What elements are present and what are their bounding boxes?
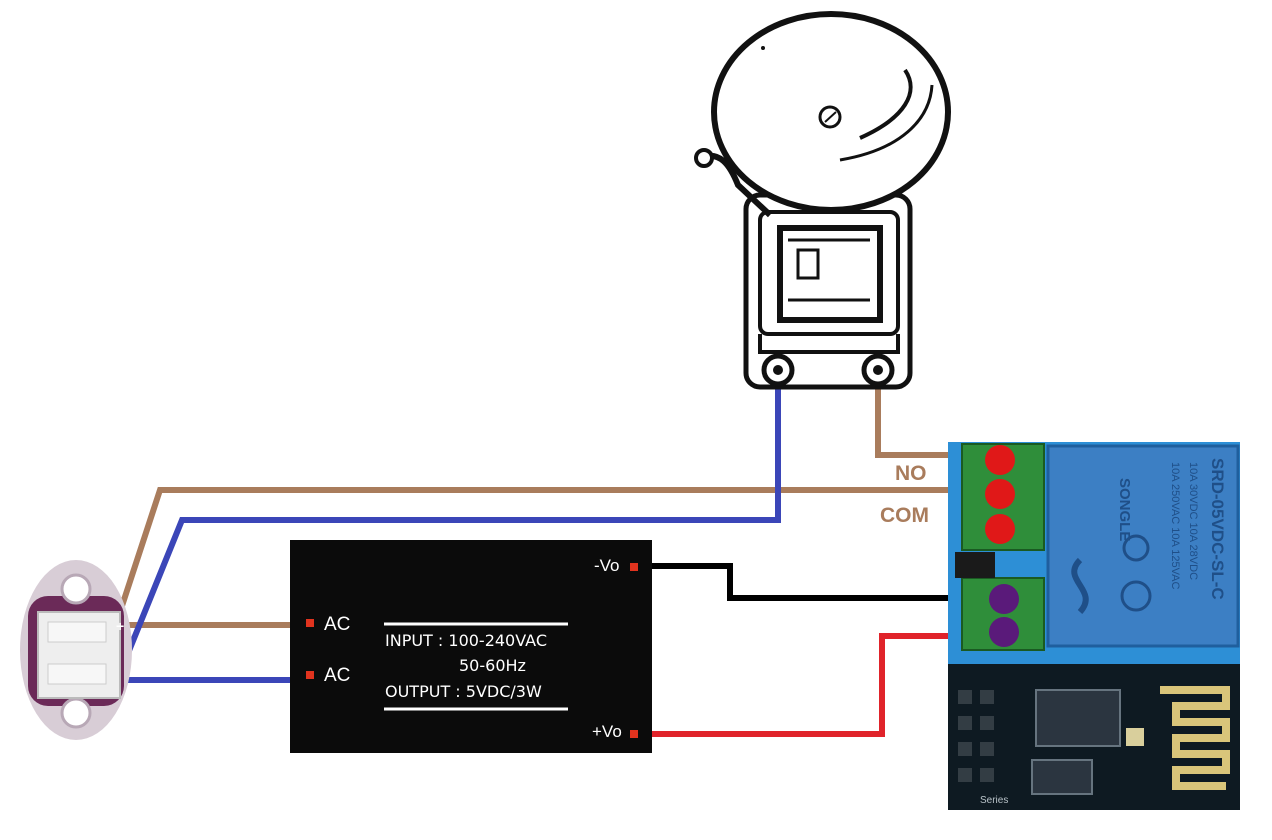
psu-input-text: INPUT : 100-240VAC bbox=[385, 631, 547, 650]
power-supply-module: AC AC -Vo +Vo INPUT : 100-240VAC 50-60Hz… bbox=[290, 540, 652, 753]
terminal-gnd bbox=[989, 584, 1019, 614]
terminal-vcc bbox=[989, 617, 1019, 647]
relay-rating-2: 10A 30VDC 10A 28VDC bbox=[1187, 462, 1199, 580]
relay-module: SRD-05VDC-SL-C 10A 250VAC 10A 125VAC 10A… bbox=[880, 442, 1240, 668]
neg-out-pin bbox=[630, 563, 638, 571]
esp-header-pins bbox=[958, 690, 994, 782]
ac-plug-connector-icon: + bbox=[20, 560, 132, 740]
psu-freq-text: 50-60Hz bbox=[459, 656, 526, 675]
ac2-pin bbox=[306, 671, 314, 679]
terminal-com bbox=[985, 479, 1015, 509]
psu-pos-out-label: +Vo bbox=[592, 722, 622, 741]
negative-wire bbox=[648, 563, 955, 601]
bell-wire-no bbox=[875, 372, 948, 458]
relay-no-label: NO bbox=[895, 462, 927, 485]
esp01-wifi-module: Series bbox=[948, 664, 1240, 810]
psu-ac-label-2: AC bbox=[324, 665, 350, 686]
ac1-pin bbox=[306, 619, 314, 627]
psu-ac-label-1: AC bbox=[324, 614, 350, 635]
relay-brand: SONGLE bbox=[1116, 478, 1133, 541]
wires bbox=[117, 372, 955, 737]
electric-bell-icon bbox=[694, 11, 951, 390]
antenna-trace bbox=[1160, 686, 1230, 790]
relay-com-label: COM bbox=[880, 504, 929, 527]
relay-coil-text: SRD-05VDC-SL-C bbox=[1208, 458, 1227, 600]
psu-output-text: OUTPUT : 5VDC/3W bbox=[385, 682, 542, 701]
positive-wire bbox=[648, 633, 955, 737]
terminal-no bbox=[985, 445, 1015, 475]
relay-rating-1: 10A 250VAC 10A 125VAC bbox=[1169, 462, 1181, 589]
relay-cube bbox=[1046, 444, 1240, 648]
psu-neg-out-label: -Vo bbox=[594, 556, 620, 575]
pos-out-pin bbox=[630, 730, 638, 738]
esp-series-text: Series bbox=[980, 795, 1008, 806]
neutral-wire-bell bbox=[119, 372, 781, 670]
live-wire-com bbox=[117, 487, 948, 613]
plug-plus-label: + bbox=[116, 618, 124, 634]
terminal-nc bbox=[985, 514, 1015, 544]
